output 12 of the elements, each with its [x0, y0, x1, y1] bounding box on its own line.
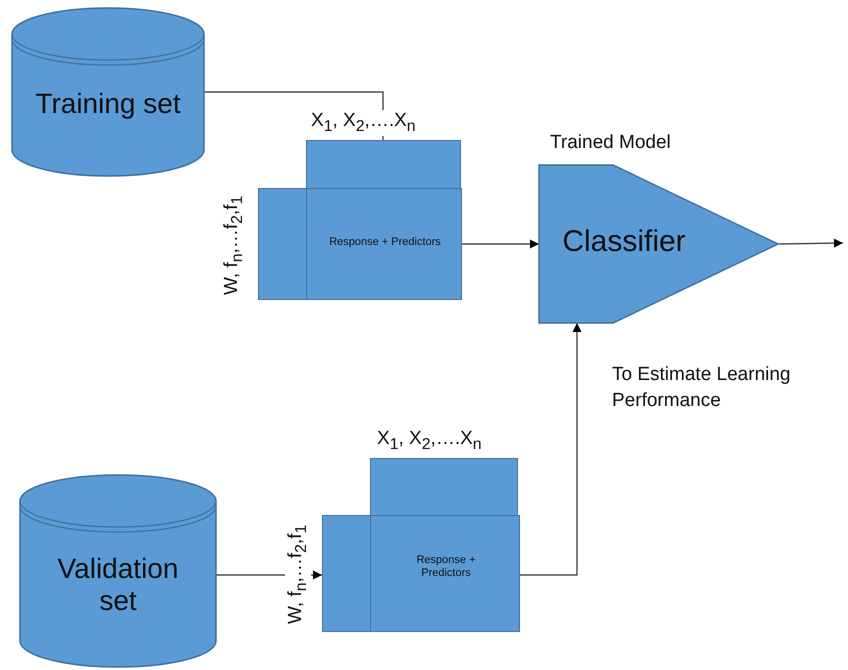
annotation-text: To Estimate Learning Performance	[612, 363, 792, 413]
node-label: Validation set	[56, 553, 180, 618]
matrix-block	[370, 515, 520, 632]
connector-arrow	[520, 323, 582, 576]
node-caption: X$_{1}$, X$_{2}$,….X$_{n}$	[309, 110, 418, 136]
node-label: Response + Predictors	[328, 236, 442, 249]
node-label: Training set	[34, 88, 182, 120]
connector-arrow	[778, 238, 844, 248]
node-label: Classifier	[561, 225, 687, 260]
matrix-block	[306, 188, 462, 300]
connector-arrow	[462, 240, 539, 248]
node-label: Response + Predictors	[415, 554, 476, 580]
